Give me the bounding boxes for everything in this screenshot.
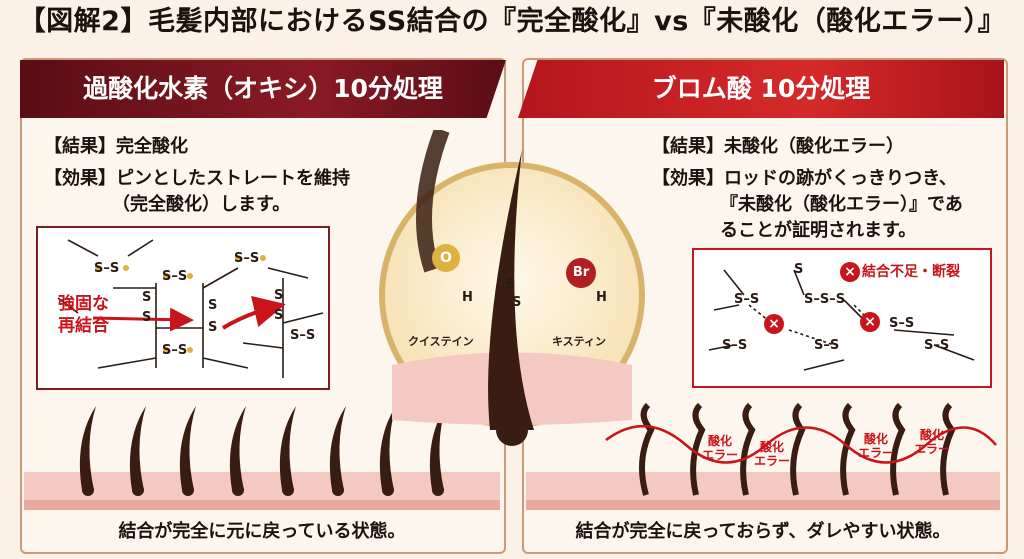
left-diagram-label-line1: 強固な xyxy=(58,294,109,314)
error-x-icon: × xyxy=(764,314,784,334)
left-result: 【結果】完全酸化 xyxy=(44,132,188,158)
center-sulfur-2: S xyxy=(512,295,522,310)
error-tag: 酸化 エラー xyxy=(858,432,894,460)
right-caption: 結合が完全に戻っておらず、ダレやすい状態。 xyxy=(575,521,951,542)
error-tag-line1: 酸化 xyxy=(708,434,733,448)
error-tag: 酸化 エラー xyxy=(754,440,790,468)
left-effect-line2: （完全酸化）します。 xyxy=(112,194,291,215)
error-tag-line1: 酸化 xyxy=(760,440,785,454)
left-effect-line1: ピンとしたストレートを維持 xyxy=(116,168,350,189)
right-hair-row xyxy=(526,402,1000,510)
left-caption: 結合が完全に元に戻っている状態。 xyxy=(118,521,406,542)
right-panel-header: ブロム酸 10分処理 xyxy=(518,60,1004,118)
left-panel-header: 過酸化水素（オキシ）10分処理 xyxy=(20,60,506,118)
left-diagram-label-line2: 再結合 xyxy=(58,316,109,336)
error-tag-line1: 酸化 xyxy=(864,432,889,446)
left-bond-lines xyxy=(57,239,324,378)
right-effect: 【効果】ロッドの跡がくっきりつき、 xyxy=(652,164,957,190)
error-tag-line2: エラー xyxy=(858,446,895,460)
page-title: 【図解2】毛髪内部におけるSS結合の『完全酸化』vs『未酸化（酸化エラー）』 xyxy=(18,6,1006,37)
hydrogen-left: H xyxy=(462,290,473,305)
center-illustration xyxy=(379,130,645,446)
left-result-label: 【結果】 xyxy=(44,136,116,157)
left-diagram-label: 強固な 再結合 xyxy=(58,293,109,337)
oxygen-atom: O xyxy=(432,244,460,272)
error-tag: 酸化 エラー xyxy=(702,434,738,462)
right-effect-line2: 『未酸化（酸化エラー）』であ xyxy=(720,194,963,215)
right-effect-line3: ることが証明されます。 xyxy=(720,220,917,241)
bromine-atom: Br xyxy=(566,258,596,288)
cysteine-label: クイステイン xyxy=(408,335,474,348)
right-effect-line1: ロッドの跡がくっきりつき、 xyxy=(724,168,957,189)
left-result-text: 完全酸化 xyxy=(116,136,188,157)
hydrogen-right: H xyxy=(596,290,607,305)
right-result-label: 【結果】 xyxy=(652,136,724,157)
left-bond-diagram: S–S S–S S–S S–S S S S S S S S–S xyxy=(36,226,330,390)
right-bond-diagram: S–S S S–S–S S–S S–S S–S S–S × × × xyxy=(692,248,992,388)
error-tag-line2: エラー xyxy=(914,442,951,456)
center-sulfur-1: S xyxy=(505,277,515,292)
right-effect-label: 【効果】 xyxy=(652,168,724,189)
left-hair-row xyxy=(24,406,500,510)
error-tag-line2: エラー xyxy=(754,454,791,468)
error-tag-line1: 酸化 xyxy=(920,428,945,442)
right-result-text: 未酸化（酸化エラー） xyxy=(724,136,904,157)
error-x-icon: × xyxy=(860,312,880,332)
right-result: 【結果】未酸化（酸化エラー） xyxy=(652,132,904,158)
left-effect-label: 【効果】 xyxy=(44,168,116,189)
right-diagram-label: 結合不足・断裂 xyxy=(862,264,960,280)
error-x-icon: × xyxy=(840,262,860,282)
left-effect: 【効果】ピンとしたストレートを維持 xyxy=(44,164,350,190)
cystine-label: キスティン xyxy=(552,335,607,348)
error-tag: 酸化 エラー xyxy=(914,428,950,456)
error-tag-line2: エラー xyxy=(702,448,739,462)
